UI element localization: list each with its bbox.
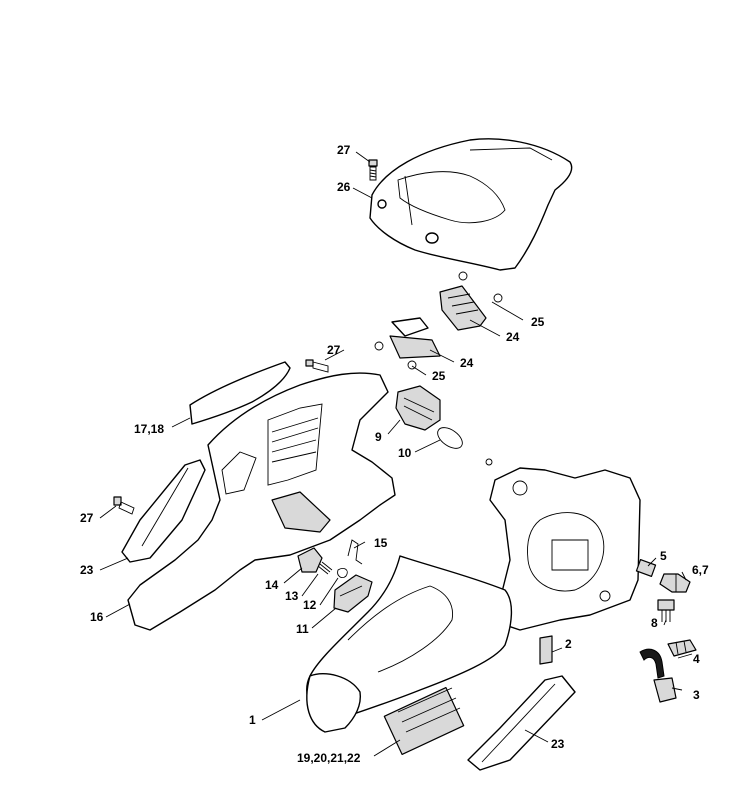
part-23-bottom-strip — [467, 675, 576, 771]
part-2-sleeve — [539, 635, 553, 665]
callout-10: 10 — [398, 446, 412, 460]
part-3-cable — [639, 648, 677, 703]
part-12-spring — [337, 567, 348, 579]
part-4-connector — [667, 639, 697, 657]
callout-23-bottom: 23 — [551, 737, 565, 751]
callout-6-7: 6,7 — [692, 563, 709, 577]
callout-27-left: 27 — [80, 511, 94, 525]
part-27-screw-top — [368, 159, 378, 181]
callout-4: 4 — [693, 652, 700, 666]
callout-17-18: 17,18 — [134, 422, 165, 436]
callout-25-mid: 25 — [432, 369, 446, 383]
part-23-left-strip — [121, 459, 206, 563]
callout-13: 13 — [285, 589, 299, 603]
callout-26: 26 — [337, 180, 351, 194]
part-9-connector — [395, 385, 441, 431]
part-27-screw-mid — [305, 359, 329, 373]
part-24-mid — [389, 317, 441, 359]
callout-27-top: 27 — [337, 143, 351, 157]
part-8-screw — [657, 599, 675, 622]
leader-lines — [99, 151, 693, 757]
callout-23-left: 23 — [80, 563, 94, 577]
callout-5: 5 — [660, 549, 667, 563]
callout-24-upper: 24 — [506, 330, 520, 344]
callout-2: 2 — [565, 637, 572, 651]
callout-11: 11 — [296, 622, 309, 636]
part-27-screw-left — [113, 496, 135, 515]
part-25-mid-springs — [374, 341, 417, 370]
part-10-o-ring — [437, 427, 493, 466]
part-right-housing — [489, 467, 641, 631]
callout-14: 14 — [265, 578, 279, 592]
callout-3: 3 — [693, 688, 700, 702]
part-6-7-screw — [659, 573, 691, 593]
part-1-main-housing — [306, 555, 513, 756]
part-13-spring — [317, 561, 333, 575]
callout-8: 8 — [651, 616, 658, 630]
callout-15: 15 — [374, 536, 388, 550]
callout-1: 1 — [249, 713, 256, 727]
callout-19-20-21-22: 19,20,21,22 — [297, 751, 361, 765]
part-11-bracket — [333, 574, 373, 613]
callout-25-upper: 25 — [531, 315, 545, 329]
callout-12: 12 — [303, 598, 317, 612]
callout-27-mid: 27 — [327, 343, 341, 357]
part-5-bushing — [635, 559, 657, 577]
part-14-switch — [297, 547, 323, 573]
callout-16: 16 — [90, 610, 104, 624]
part-25-upper-springs — [458, 271, 503, 303]
part-17-18-plate — [189, 361, 291, 425]
part-24-upper — [439, 285, 487, 331]
callout-9: 9 — [375, 430, 382, 444]
callout-24-mid: 24 — [460, 356, 474, 370]
part-15-wire — [347, 539, 363, 565]
part-16-left-housing — [127, 372, 396, 631]
part-26-handle-housing — [369, 138, 573, 271]
